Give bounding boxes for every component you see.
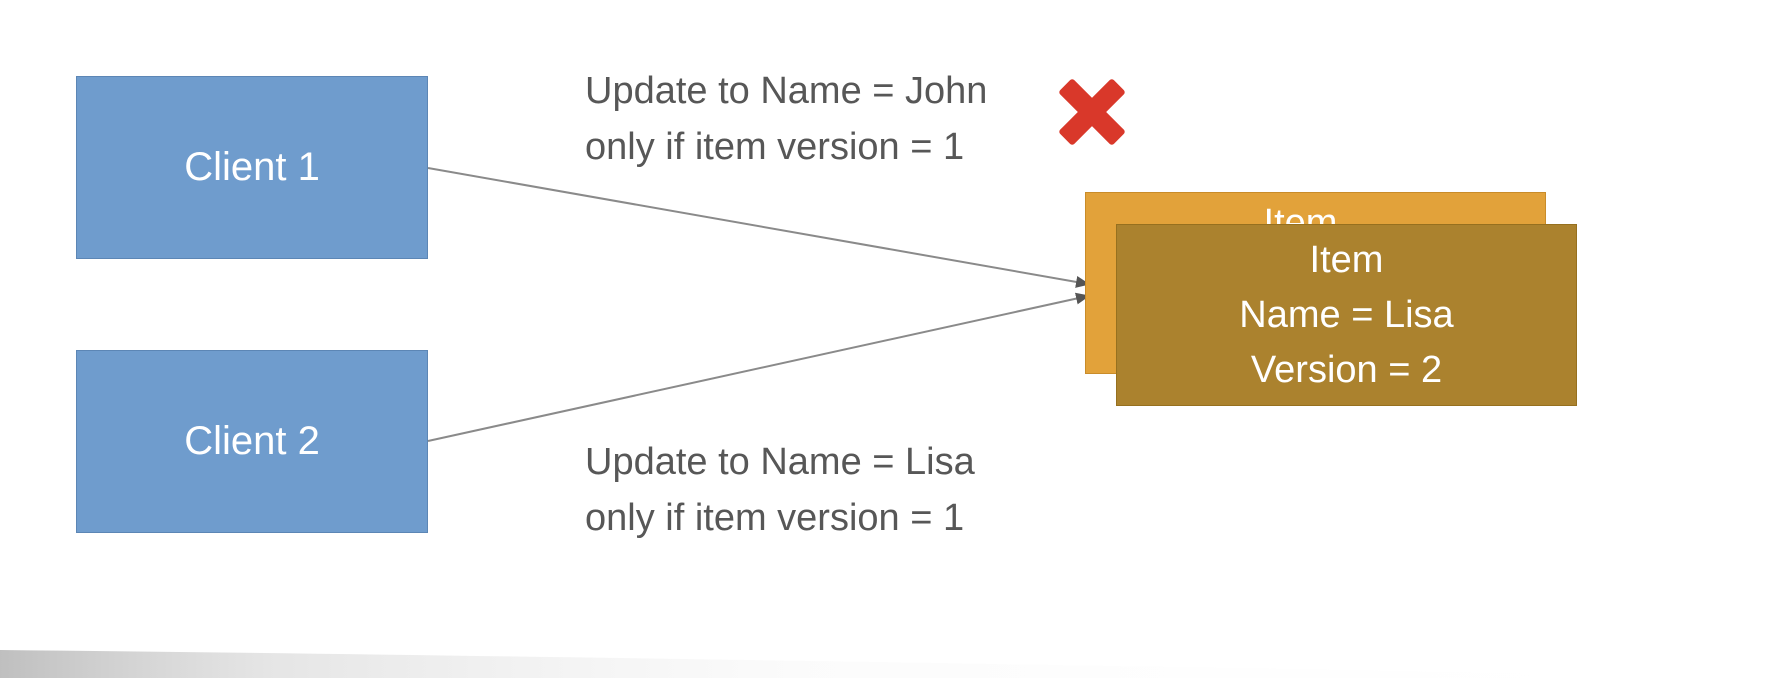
client1-arrow: [427, 167, 1090, 288]
client-2-update-line-2: only if item version = 1: [585, 497, 965, 539]
client-2-update-line-1: Update to Name = Lisa: [585, 441, 975, 483]
item-title: Item: [1309, 238, 1384, 281]
item-version-value: Version = 2: [1250, 348, 1443, 391]
item-current-version-box: Item Name = Lisa Version = 2: [1116, 224, 1577, 406]
client-1-label: Client 1: [184, 145, 320, 189]
cross-icon: [1059, 79, 1125, 145]
client-2-box: Client 2: [76, 350, 428, 533]
client-2-label: Client 2: [184, 419, 320, 463]
client-2-update-annotation: Update to Name = Lisa only if item versi…: [585, 434, 975, 546]
page-curl-shadow: [0, 650, 1788, 678]
client-1-update-line-1: Update to Name = John: [585, 70, 988, 112]
client-1-update-line-2: only if item version = 1: [585, 126, 965, 168]
client-1-box: Client 1: [76, 76, 428, 259]
client2-arrow: [427, 292, 1090, 442]
item-name-value: Name = Lisa: [1239, 293, 1454, 336]
client-1-update-annotation: Update to Name = John only if item versi…: [585, 63, 987, 175]
